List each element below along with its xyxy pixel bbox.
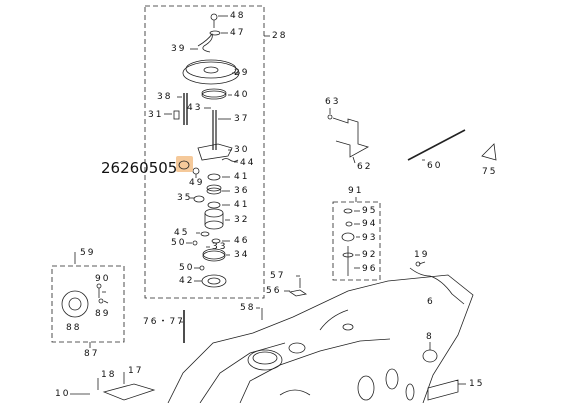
label-32: 32 xyxy=(234,215,250,225)
label-95: 95 xyxy=(362,206,378,216)
label-41b: 41 xyxy=(234,200,250,210)
label-47: 47 xyxy=(230,28,246,38)
label-39: 39 xyxy=(171,44,187,54)
label-76-77: 76・77 xyxy=(143,317,185,327)
label-15: 15 xyxy=(469,379,485,389)
label-41a: 41 xyxy=(234,172,250,182)
label-92: 92 xyxy=(362,250,378,260)
label-50a: 50 xyxy=(171,238,187,248)
label-17: 17 xyxy=(128,366,144,376)
label-28: 28 xyxy=(272,31,288,41)
group-91-box xyxy=(332,201,381,281)
label-37: 37 xyxy=(234,114,250,124)
label-58: 58 xyxy=(240,303,256,313)
label-75: 75 xyxy=(482,167,498,177)
label-59: 59 xyxy=(80,248,96,258)
label-57: 57 xyxy=(270,271,286,281)
label-50b: 50 xyxy=(179,263,195,273)
label-49: 49 xyxy=(189,178,205,188)
label-46: 46 xyxy=(234,236,250,246)
label-93: 93 xyxy=(362,233,378,243)
label-90: 90 xyxy=(95,274,111,284)
label-45: 45 xyxy=(174,228,190,238)
label-94: 94 xyxy=(362,219,378,229)
label-31: 31 xyxy=(148,110,164,120)
machine-body-outline xyxy=(167,274,474,403)
label-62: 62 xyxy=(357,162,373,172)
label-96: 96 xyxy=(362,264,378,274)
label-34: 34 xyxy=(234,250,250,260)
label-33: 33 xyxy=(212,242,228,252)
label-48: 48 xyxy=(230,11,246,21)
label-10: 10 xyxy=(55,389,71,399)
label-29: 29 xyxy=(234,68,250,78)
label-36: 36 xyxy=(234,186,250,196)
label-30: 30 xyxy=(234,145,250,155)
label-40: 40 xyxy=(234,90,250,100)
label-56: 56 xyxy=(266,286,282,296)
label-89: 89 xyxy=(95,309,111,319)
part-75-shape xyxy=(481,143,497,161)
label-88: 88 xyxy=(66,323,82,333)
label-91: 91 xyxy=(348,186,364,196)
group-87-box xyxy=(51,265,125,343)
label-60: 60 xyxy=(427,161,443,171)
label-43: 43 xyxy=(187,103,203,113)
label-19: 19 xyxy=(414,250,430,260)
label-63: 63 xyxy=(325,97,341,107)
highlight-part xyxy=(176,156,193,172)
label-87: 87 xyxy=(84,349,100,359)
group-28-box xyxy=(144,5,265,299)
label-35: 35 xyxy=(177,193,193,203)
label-6: 6 xyxy=(427,297,435,307)
part-number-highlight: 26260505 xyxy=(101,159,178,177)
label-44: 44 xyxy=(240,158,256,168)
label-38: 38 xyxy=(157,92,173,102)
label-8: 8 xyxy=(426,332,434,342)
label-18: 18 xyxy=(101,370,117,380)
label-42: 42 xyxy=(179,276,195,286)
